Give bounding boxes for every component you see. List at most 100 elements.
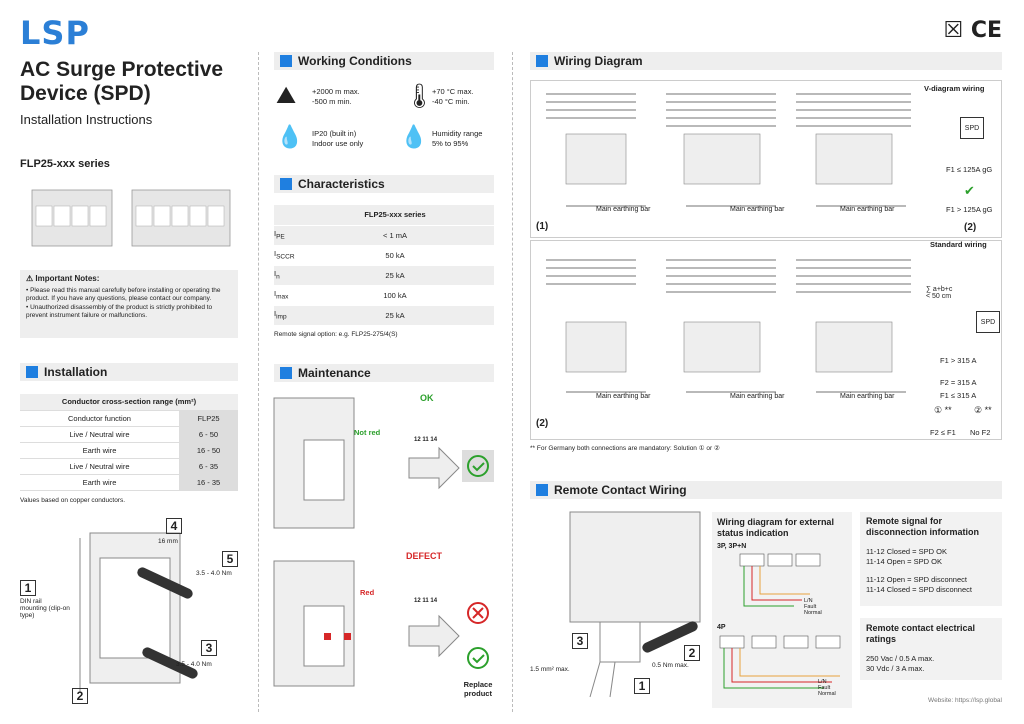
humidity-icon: 💧 — [400, 124, 428, 149]
table-cell: < 1 mA — [296, 225, 494, 246]
terminals-defect: 12 11 14 — [414, 598, 438, 604]
conductor-table: Conductor cross-section range (mm²) Cond… — [20, 394, 238, 491]
note-1: • Please read this manual carefully befo… — [26, 286, 221, 303]
brand-logo: LSP — [20, 14, 90, 52]
remote-step-1: 1 — [634, 678, 650, 694]
ratings-panel — [860, 618, 1002, 680]
remote-contact-heading: Remote Contact Wiring — [530, 481, 1002, 499]
char-col-header: FLP25-xxx series — [296, 205, 494, 226]
wiring-row-1 — [530, 80, 1002, 238]
row-1-label: (1) — [536, 221, 549, 232]
contact-wiring-4p — [719, 635, 841, 689]
altitude-icon: ⛰ — [276, 82, 297, 109]
humidity-text: Humidity range 5% to 95% — [432, 129, 483, 148]
torque-label: 0.5 Nm max. — [652, 662, 689, 669]
table-row: Earth wire — [20, 474, 179, 491]
earth-bar-label: Main earthing bar — [596, 206, 651, 213]
wiring-row-2 — [530, 240, 1002, 440]
ip-text: IP20 (built in) Indoor use only — [312, 129, 364, 148]
external-status-title: Wiring diagram for external status indic… — [717, 517, 834, 538]
ratings-lines: 250 Vac / 0.5 A max.30 Vdc / 3 A max. — [866, 654, 935, 673]
f1-gt-125: F1 > 125A gG — [946, 205, 993, 214]
option-2-label: ② ** — [974, 405, 992, 415]
red-label: Red — [360, 588, 375, 597]
table-row: Earth wire — [20, 442, 179, 459]
wire-size-label: 1.5 mm² max. — [530, 666, 570, 673]
step-5-badge: 5 — [222, 551, 238, 567]
series-label: FLP25-xxx series — [20, 158, 110, 170]
col-model: FLP25 — [179, 410, 238, 427]
notes-heading: ⚠ Important Notes: — [26, 274, 100, 283]
row-2-label: (2) — [536, 418, 549, 429]
contact-wiring-3p — [739, 553, 821, 607]
v-diagram-title: V-diagram wiring — [924, 84, 985, 93]
table-cell: 25 kA — [296, 265, 494, 286]
replace-product-label: Replace product — [463, 680, 493, 698]
wiring-diagram-row-1 — [546, 93, 911, 207]
temperature-text: +70 °C max. -40 °C min. — [432, 87, 474, 106]
certification-marks: ☒ CE — [943, 18, 1002, 43]
step-2-badge: 2 — [72, 688, 88, 704]
working-conditions-heading: Working Conditions — [274, 52, 494, 70]
col-function: Conductor function — [20, 410, 179, 427]
result-1-label: F2 ≤ F1 — [930, 428, 956, 437]
page-subtitle: Installation Instructions — [20, 112, 153, 127]
ip-icon: 💧 — [276, 124, 304, 149]
f1-le-315: F1 ≤ 315 A — [940, 391, 977, 400]
table-cell: 6 - 35 — [179, 458, 238, 475]
maintenance-ok-illustration — [273, 397, 494, 529]
remote-option-note: Remote signal option: e.g. FLP25-275/4(S… — [274, 331, 398, 338]
page-title: AC Surge Protective Device (SPD) — [20, 58, 224, 105]
not-red-label: Not red — [354, 428, 381, 437]
table-cell: 16 - 50 — [179, 442, 238, 459]
solution-2-label: (2) — [964, 222, 977, 233]
website-footer: Website: https://lsp.global — [928, 697, 1002, 704]
wiring-diagram-heading: Wiring Diagram — [530, 52, 1002, 70]
f2-eq-315: F2 = 315 A — [940, 378, 977, 387]
note-2: • Unauthorized disassembly of the produc… — [26, 303, 213, 320]
table-row: Live / Neutral wire — [20, 426, 179, 443]
table-cell: 16 - 35 — [179, 474, 238, 491]
external-status-panel — [712, 512, 852, 708]
altitude-text: +2000 m max. -500 m min. — [312, 87, 360, 106]
defect-label: DEFECT — [406, 551, 442, 561]
wiring-diagram-row-2 — [546, 259, 911, 393]
table-row: Live / Neutral wire — [20, 458, 179, 475]
ok-label: OK — [420, 393, 434, 403]
spd-box-standard: SPD — [976, 311, 1000, 333]
installation-heading: Installation — [20, 363, 238, 381]
terminals-ok: 12 11 14 — [414, 437, 438, 443]
remote-signal-title: Remote signal for disconnection informat… — [866, 516, 980, 537]
step-3-text: 3.5 - 4.0 Nm — [176, 661, 212, 668]
earth-bar-label: Main earthing bar — [840, 206, 895, 213]
ok-check-icon: ✔ — [964, 183, 975, 198]
important-notes: ⚠ Important Notes: • Please read this ma… — [20, 270, 238, 338]
copper-footnote: Values based on copper conductors. — [20, 497, 126, 504]
step-5-text: 3.5 - 4.0 Nm — [196, 570, 232, 577]
table-cell: 50 kA — [296, 245, 494, 266]
type-4p-label: 4P — [717, 624, 726, 631]
earth-bar-label: Main earthing bar — [730, 393, 785, 400]
earth-bar-label: Main earthing bar — [596, 393, 651, 400]
installation-illustration — [79, 532, 198, 693]
conductor-table-title: Conductor cross-section range (mm²) — [20, 394, 238, 411]
ratings-title: Remote contact electrical ratings — [866, 623, 976, 644]
remote-step-3: 3 — [572, 633, 588, 649]
earth-bar-label: Main earthing bar — [840, 393, 895, 400]
product-image — [31, 189, 231, 247]
result-2-label: No F2 — [970, 428, 991, 437]
remote-step-2: 2 — [684, 645, 700, 661]
thermometer-icon: 🌡 — [404, 83, 435, 110]
option-1-label: ① ** — [934, 405, 952, 415]
maintenance-heading: Maintenance — [274, 364, 494, 382]
f1-le-125: F1 ≤ 125A gG — [946, 165, 993, 174]
maintenance-defect-illustration — [273, 560, 489, 687]
step-4-text: 16 mm — [158, 538, 178, 545]
germany-footnote: ** For Germany both connections are mand… — [530, 445, 720, 452]
step-4-badge: 4 — [166, 518, 182, 534]
standard-wiring-title: Standard wiring — [930, 240, 987, 249]
